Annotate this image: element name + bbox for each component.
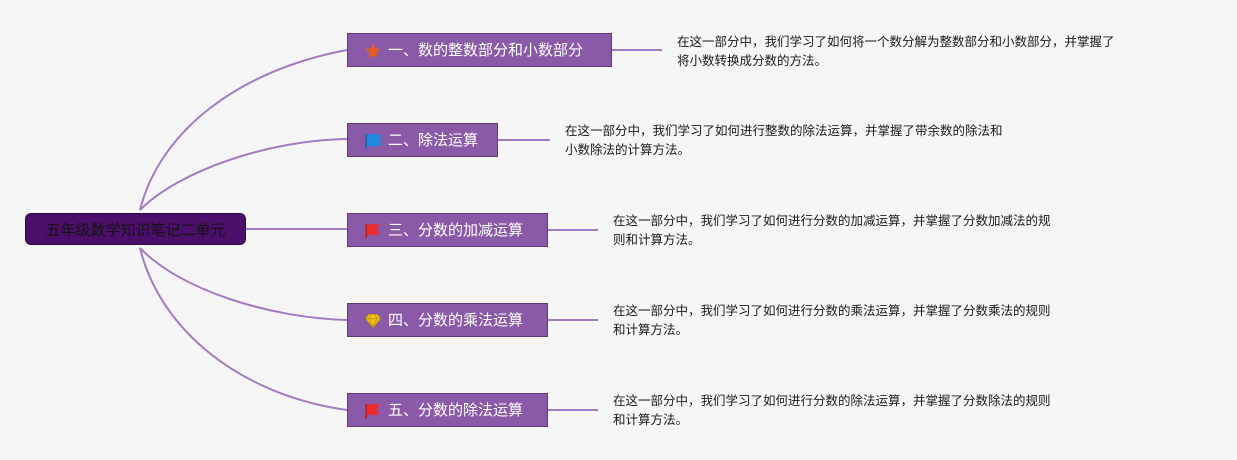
note-5-line-2: 和计算方法。: [613, 412, 689, 427]
root-topic[interactable]: 五年级数学知识笔记二单元: [25, 213, 246, 245]
note-2-line-2: 小数除法的计算方法。: [565, 142, 691, 157]
branch-line-1: [139, 49, 348, 211]
note-5: 在这一部分中，我们学习了如何进行分数的除法运算，并掌握了分数除法的规则 和计算方…: [613, 391, 1133, 429]
topic-1[interactable]: 一、数的整数部分和小数部分: [347, 33, 612, 67]
note-1-line-2: 将小数转换成分数的方法。: [677, 53, 828, 68]
note-3-line-2: 则和计算方法。: [613, 232, 701, 247]
note-2: 在这一部分中，我们学习了如何进行整数的除法运算，并掌握了带余数的除法和 小数除法…: [565, 121, 1085, 159]
star-icon: [364, 42, 384, 60]
topic-4-label: 四、分数的乘法运算: [388, 311, 524, 329]
note-1: 在这一部分中，我们学习了如何将一个数分解为整数部分和小数部分，并掌握了 将小数转…: [677, 32, 1197, 70]
branch-line-2: [139, 138, 348, 211]
topic-4[interactable]: 四、分数的乘法运算: [347, 303, 548, 337]
note-2-line-1: 在这一部分中，我们学习了如何进行整数的除法运算，并掌握了带余数的除法和: [565, 123, 1003, 138]
blue-flag-icon: [364, 132, 384, 150]
branch-line-5: [139, 247, 348, 411]
red-flag-icon: [364, 402, 384, 420]
topic-5-label: 五、分数的除法运算: [388, 401, 524, 419]
branch-line-4: [139, 247, 348, 321]
note-4-line-1: 在这一部分中，我们学习了如何进行分数的乘法运算，并掌握了分数乘法的规则: [613, 303, 1051, 318]
topic-2-label: 二、除法运算: [388, 131, 479, 149]
note-4: 在这一部分中，我们学习了如何进行分数的乘法运算，并掌握了分数乘法的规则 和计算方…: [613, 301, 1133, 339]
topic-3[interactable]: 三、分数的加减运算: [347, 213, 548, 247]
topic-1-label: 一、数的整数部分和小数部分: [388, 41, 584, 59]
topic-3-label: 三、分数的加减运算: [388, 221, 524, 239]
note-5-line-1: 在这一部分中，我们学习了如何进行分数的除法运算，并掌握了分数除法的规则: [613, 393, 1051, 408]
red-flag-icon: [364, 222, 384, 240]
note-3-line-1: 在这一部分中，我们学习了如何进行分数的加减运算，并掌握了分数加减法的规: [613, 213, 1051, 228]
topic-2[interactable]: 二、除法运算: [347, 123, 498, 157]
note-3: 在这一部分中，我们学习了如何进行分数的加减运算，并掌握了分数加减法的规 则和计算…: [613, 211, 1133, 249]
topic-5[interactable]: 五、分数的除法运算: [347, 393, 548, 427]
diamond-icon: [364, 312, 384, 330]
note-4-line-2: 和计算方法。: [613, 322, 689, 337]
note-1-line-1: 在这一部分中，我们学习了如何将一个数分解为整数部分和小数部分，并掌握了: [677, 34, 1115, 49]
